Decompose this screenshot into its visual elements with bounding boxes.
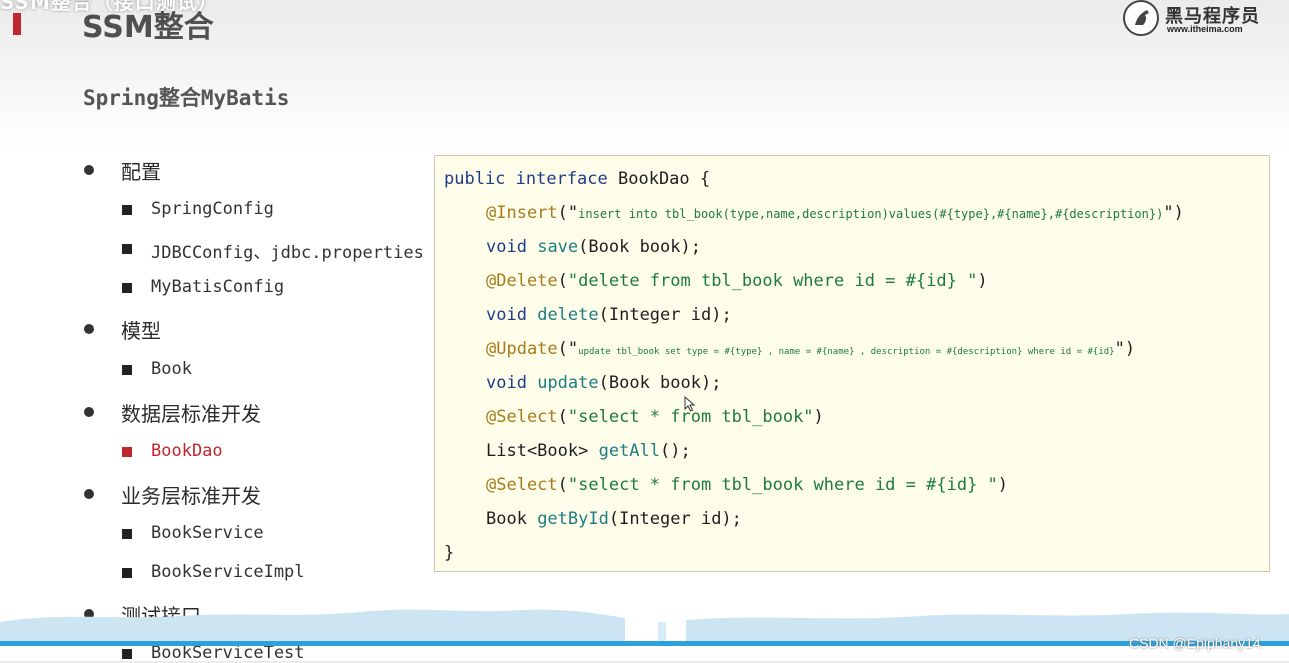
bullet-square-icon (122, 649, 132, 659)
bullet-square-icon (122, 205, 132, 215)
outline-label: 模型 (121, 319, 161, 343)
code-annotation: @Update (486, 339, 558, 359)
code-annotation: @Select (486, 407, 558, 427)
outline-label: Book (151, 359, 192, 379)
code-line: @Update("update tbl_book set type = #{ty… (486, 339, 1135, 359)
code-line: public interface BookDao { (444, 169, 710, 189)
code-annotation: @Select (486, 475, 558, 495)
code-string: "delete from tbl_book where id = #{id} " (567, 271, 978, 291)
code-text: BookDao { (607, 169, 711, 189)
code-line: @Select("select * from tbl_book") (486, 407, 824, 427)
code-text: } (444, 543, 455, 563)
bottom-progress-bar (0, 641, 1289, 646)
outline-label: 配置 (121, 160, 161, 184)
code-keyword: void (486, 237, 527, 257)
code-method: save (537, 237, 579, 257)
horse-logo-icon (1123, 0, 1159, 36)
code-text: ( (557, 271, 568, 291)
outline-label: 数据层标准开发 (121, 402, 261, 426)
code-line: void update(Book book); (486, 373, 721, 393)
outline-label: SpringConfig (151, 199, 274, 219)
code-text: (Integer id); (598, 305, 732, 325)
logo-name: 黑马程序员 (1165, 6, 1260, 27)
code-string: update tbl_book set type = #{type} , nam… (578, 347, 1115, 357)
code-line: @Delete("delete from tbl_book where id =… (486, 271, 988, 291)
code-string: insert into tbl_book(type,name,descripti… (578, 207, 1164, 221)
page-title: SSM整合 (82, 10, 214, 45)
outline-label: BookDao (151, 441, 223, 461)
code-text: ) (997, 475, 1009, 495)
code-text: (); (660, 441, 691, 461)
code-line: void delete(Integer id); (486, 305, 732, 325)
bottom-wave-decoration (0, 609, 1289, 641)
outline-label: JDBCConfig、jdbc.properties (151, 243, 424, 263)
bullet-dot-icon (84, 609, 94, 619)
code-text: ) (977, 271, 988, 291)
code-method: getAll (598, 441, 661, 461)
bullet-square-icon (122, 568, 132, 578)
watermark: CSDN @Epiphany14 (1129, 635, 1261, 651)
mouse-cursor-icon (684, 396, 696, 412)
code-line: Book getById(Integer id); (486, 509, 742, 529)
code-string: "select * from tbl_book where id = #{id}… (567, 475, 998, 495)
code-keyword: public interface (444, 169, 608, 189)
outline-label: BookService (151, 523, 264, 543)
code-annotation: @Delete (486, 271, 558, 291)
bullet-dot-icon (84, 489, 94, 499)
code-string: "select * from tbl_book" (567, 407, 814, 427)
code-type: Book (486, 509, 538, 529)
code-block: public interface BookDao { @Insert("inse… (434, 155, 1270, 572)
code-text: ( (557, 475, 568, 495)
bullet-square-icon (122, 447, 132, 457)
bullet-dot-icon (84, 324, 94, 334)
code-line: @Select("select * from tbl_book where id… (486, 475, 1008, 495)
code-method: delete (537, 305, 599, 325)
bullet-square-icon (122, 283, 132, 293)
bullet-square-icon (122, 365, 132, 375)
code-text: (Book book); (578, 237, 701, 257)
code-text: (Integer id); (608, 509, 742, 529)
code-text: ( (557, 407, 568, 427)
code-text: ") (1163, 203, 1184, 223)
code-type: List<Book> (486, 441, 599, 461)
code-line: @Insert("insert into tbl_book(type,name,… (486, 203, 1184, 223)
code-annotation: @Insert (486, 203, 558, 223)
section-subtitle: Spring整合MyBatis (83, 86, 290, 110)
code-keyword: void (486, 373, 527, 393)
bullet-square-icon (122, 529, 132, 539)
code-keyword: void (486, 305, 527, 325)
code-line: } (444, 543, 454, 563)
bullet-square-icon (122, 244, 132, 254)
code-method: update (537, 373, 599, 393)
title-accent-bar (13, 13, 21, 35)
code-method: getById (537, 509, 609, 529)
outline-label: MyBatisConfig (151, 277, 285, 297)
code-text: (Book book); (598, 373, 722, 393)
outline-label: 业务层标准开发 (121, 484, 261, 508)
code-text: ") (1114, 339, 1136, 359)
outline-label: BookServiceTest (151, 643, 305, 663)
code-line: void save(Book book); (486, 237, 701, 257)
brand-logo: 黑马程序员 www.itheima.com (1123, 0, 1263, 40)
code-text: ) (813, 407, 824, 427)
code-text: (" (557, 203, 579, 223)
bullet-dot-icon (84, 407, 94, 417)
outline-label: BookServiceImpl (151, 562, 305, 582)
code-line: List<Book> getAll(); (486, 441, 691, 461)
cut-off-title: SSM整合（接口测试） (0, 0, 219, 14)
bullet-dot-icon (84, 165, 94, 175)
code-text: (" (557, 339, 579, 359)
logo-url: www.itheima.com (1167, 24, 1243, 34)
